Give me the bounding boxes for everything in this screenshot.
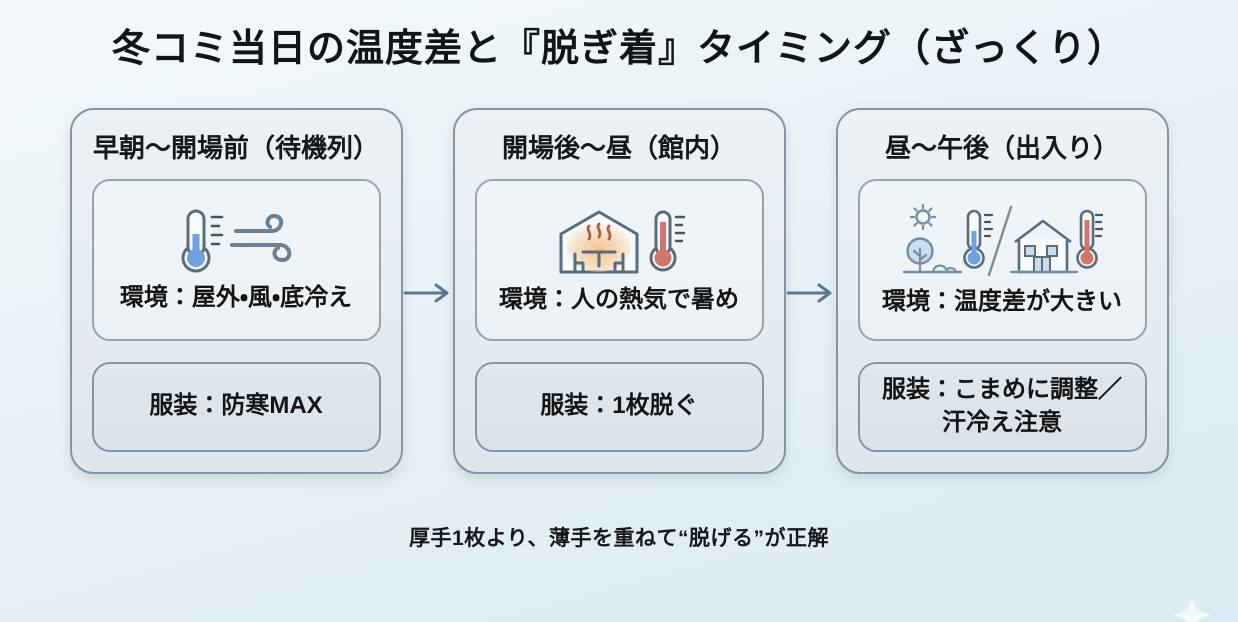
environment-box: 環境：人の熱気で暑め [474, 179, 764, 341]
environment-label: 環境：屋外・風・底冷え [119, 283, 353, 311]
right-arrow-icon [403, 283, 448, 302]
arrow-noon-to-afternoon [786, 280, 836, 306]
card-header: 開場後〜昼（館内） [501, 132, 736, 163]
card-header: 早朝〜開場前（待機列） [92, 132, 379, 163]
right-arrow-icon [786, 283, 831, 302]
sparkle-icon [1172, 595, 1212, 622]
clothing-box: 服装：防寒MAX [91, 361, 381, 452]
card-afternoon-inout: 昼〜午後（出入り） [835, 107, 1169, 474]
heated-hall-and-hot-thermometer-icon [553, 206, 685, 276]
clothing-label: 服装：防寒MAX [149, 392, 323, 420]
footer-advice: 厚手1枚より、薄手を重ねて“脱げる”が正解 [409, 526, 829, 550]
card-morning-queue: 早朝〜開場前（待機列） [69, 107, 403, 474]
clothing-label: 服装：こまめに調整／ 汗冷え注意 [882, 376, 1122, 436]
arrow-morning-to-noon [403, 280, 453, 306]
outdoor-indoor-temperature-gap-icon [901, 203, 1103, 278]
environment-label: 環境：温度差が大きい [882, 287, 1122, 315]
clothing-box: 服装：1枚脱ぐ [474, 361, 764, 452]
card-header: 昼〜午後（出入り） [884, 132, 1119, 163]
environment-box: 環境：屋外・風・底冷え [91, 179, 381, 341]
clothing-label: 服装：1枚脱ぐ [540, 392, 698, 420]
card-after-opening-indoor: 開場後〜昼（館内） [452, 107, 786, 474]
timeline-cards-row: 早朝〜開場前（待機列） [0, 107, 1238, 474]
cold-thermometer-and-wind-icon [172, 208, 300, 274]
page-title: 冬コミ当日の温度差と『脱ぎ着』タイミング（ざっくり） [111, 28, 1126, 70]
environment-box: 環境：温度差が大きい [857, 179, 1147, 341]
clothing-box: 服装：こまめに調整／ 汗冷え注意 [857, 361, 1147, 452]
environment-label: 環境：人の熱気で暑め [499, 285, 739, 313]
